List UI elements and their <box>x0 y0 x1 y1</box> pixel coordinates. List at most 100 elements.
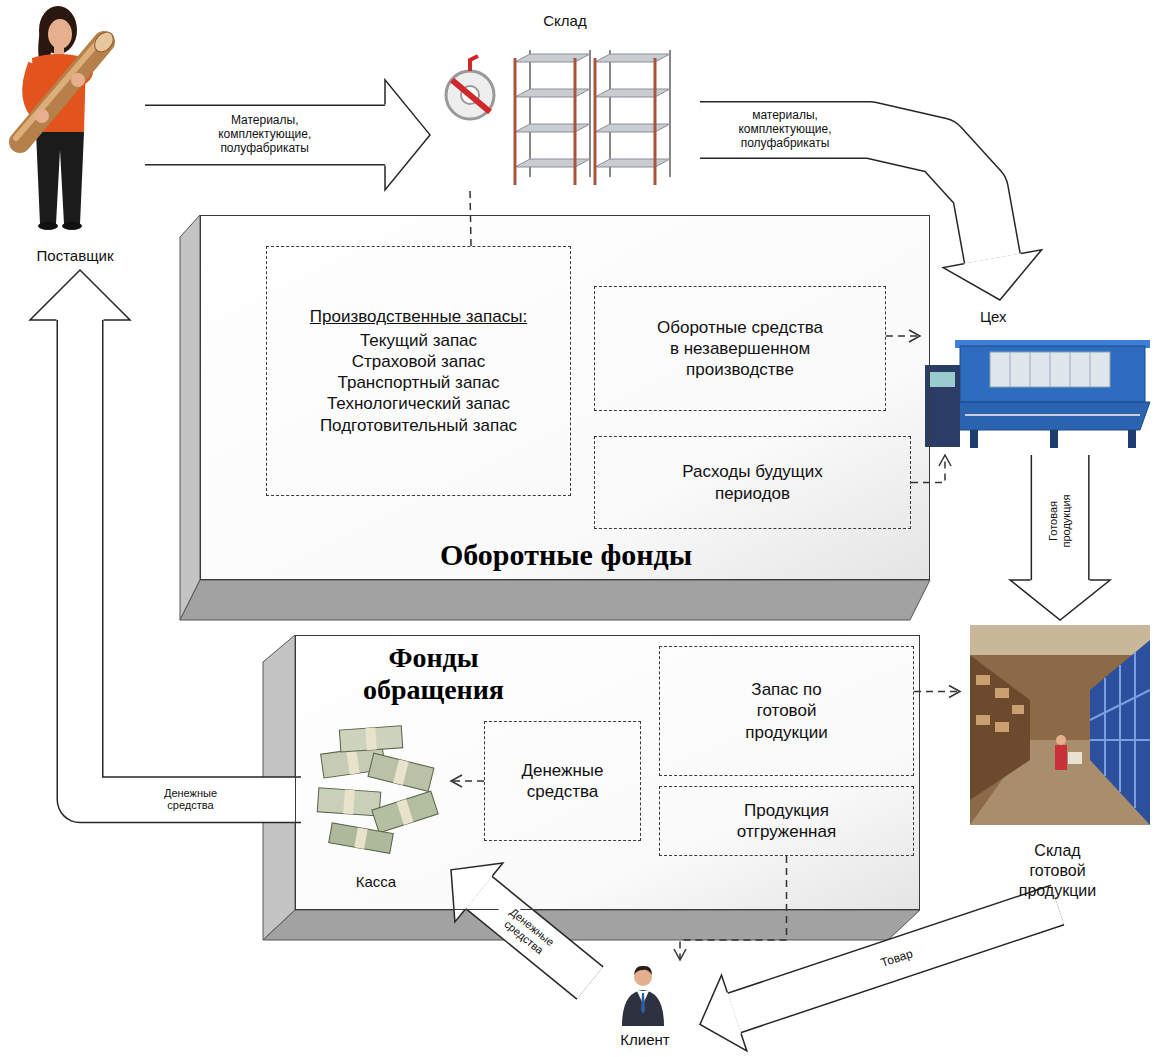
supplier-figure <box>36 132 84 224</box>
workshop-machine <box>1070 352 1071 387</box>
picture-node: Склад готовой продукции <box>960 620 1155 905</box>
finished-goods-photo <box>1090 640 1150 825</box>
box-text: Транспортный запас <box>338 372 500 393</box>
workshop-machine <box>1050 430 1058 448</box>
dashed-box: Оборотные средства в незавершенном произ… <box>594 286 886 411</box>
workshop-machine <box>1090 352 1091 387</box>
warehouse-shelves <box>594 58 597 185</box>
arrow-head <box>949 686 960 698</box>
cash-stacks <box>393 759 409 785</box>
arrow-head-outline <box>700 975 747 1051</box>
dashed-line <box>451 780 484 782</box>
box-3d-shadow <box>180 215 930 940</box>
workshop-machine <box>930 372 955 387</box>
dashed-line <box>886 335 920 337</box>
flow-arrow <box>700 905 1058 1051</box>
warehouse-shelves <box>609 50 611 177</box>
arrow-outline <box>734 905 1057 1013</box>
workshop-machine <box>965 414 1140 416</box>
dashed-arrow <box>886 330 920 342</box>
picture-caption: Склад <box>543 12 586 31</box>
warehouse-shelves <box>515 159 590 167</box>
box-3d-shadow <box>263 910 920 940</box>
finished-goods-photo <box>1055 745 1067 770</box>
client-figure <box>622 966 664 1026</box>
supplier-figure <box>71 73 85 87</box>
box-text: Запас по готовой продукции <box>722 679 852 743</box>
arrow-head <box>385 80 430 190</box>
dashed-arrow <box>914 686 960 698</box>
arrow-head-outline <box>943 250 1041 300</box>
box-text: Производственные запасы: <box>310 306 527 327</box>
arrow-head <box>909 330 920 342</box>
box-3d-shadow <box>295 635 920 910</box>
finished-goods-photo <box>995 688 1009 698</box>
box-text: Расходы будущих периодов <box>658 461 848 504</box>
box-text: Продукция отгруженная <box>722 800 852 843</box>
cash-stacks <box>372 791 438 833</box>
arrow-label: материалы, комплектующие, полуфабрикаты <box>723 109 847 150</box>
flow-arrow <box>451 863 590 983</box>
workshop-machine <box>925 365 960 447</box>
finished-goods-photo <box>1090 690 1150 720</box>
picture-caption: Склад готовой продукции <box>1008 841 1108 901</box>
cash-stacks <box>368 753 434 791</box>
cash-stacks <box>329 823 394 853</box>
warehouse-shelves <box>470 56 478 71</box>
finished-goods-photo <box>970 625 1150 825</box>
dashed-arrow <box>451 775 484 787</box>
finished-goods-photo <box>1104 678 1106 776</box>
arrow-outline <box>145 104 385 165</box>
cash-stacks <box>339 726 402 752</box>
picture-node: Цех <box>920 300 1155 455</box>
finished-goods-photo <box>1068 752 1082 764</box>
warehouse-shelves <box>595 54 670 62</box>
warehouse-shelves <box>529 50 531 177</box>
finished-goods-photo <box>970 625 1150 825</box>
cash-stacks <box>397 799 414 825</box>
finished-goods-photo <box>1119 665 1121 792</box>
arrow-body <box>80 320 301 800</box>
dashed-box: Производственные запасы:Текущий запасСтр… <box>266 246 571 496</box>
supplier-figure <box>20 42 104 142</box>
supplier-figure <box>16 40 100 138</box>
warehouse-shelves <box>515 54 590 62</box>
workshop-machine <box>1050 352 1051 387</box>
dashed-line <box>911 455 945 483</box>
arrow-head <box>943 250 1041 300</box>
picture-caption: Цех <box>980 308 1007 327</box>
dashed-arrow <box>674 856 787 960</box>
finished-goods-photo <box>970 655 1030 800</box>
arrow-outline <box>479 893 590 984</box>
client-figure <box>634 966 652 975</box>
arrow-head <box>939 455 951 466</box>
cash-stacks <box>317 788 381 816</box>
container-box: Фонды обращенияКассаДенежные средстваЗап… <box>295 635 920 910</box>
arrow-head-outline <box>1010 580 1110 620</box>
box-text: Оборотные средства в незавершенном произ… <box>655 317 825 381</box>
arrow-label: Денежные средства <box>144 787 238 812</box>
arrow-head <box>700 975 747 1051</box>
dashed-box: Продукция отгруженная <box>659 786 914 856</box>
picture-node: Поставщик <box>5 0 145 270</box>
arrow-label: Товар <box>864 942 929 975</box>
workshop-machine <box>1010 352 1011 387</box>
warehouse-shelves <box>515 89 590 97</box>
supplier-figure <box>16 6 117 230</box>
cash-stacks <box>329 823 394 853</box>
picture-caption: Поставщик <box>37 247 114 266</box>
dashed-line <box>680 856 787 960</box>
workshop-machine <box>1128 430 1136 448</box>
cash-stacks <box>343 790 355 815</box>
box-text: Текущий запас <box>360 330 477 351</box>
warehouse-shelves <box>452 80 490 112</box>
arrow-body <box>734 905 1057 1013</box>
arrow-head <box>451 775 462 787</box>
finished-goods-photo <box>970 625 1150 655</box>
box-text: Технологический запас <box>327 393 510 414</box>
box-text: Подготовительный запас <box>320 415 517 436</box>
picture-caption: Касса <box>356 873 396 892</box>
cash-stacks <box>368 753 434 791</box>
